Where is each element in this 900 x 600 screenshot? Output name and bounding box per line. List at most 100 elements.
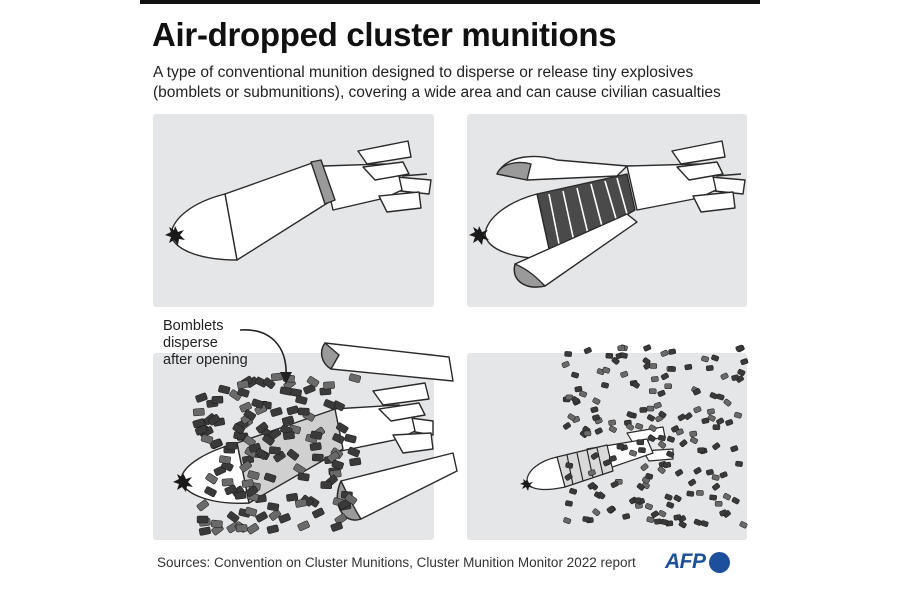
bomblet xyxy=(711,474,720,481)
bomblet xyxy=(646,405,655,412)
bomblet xyxy=(740,358,749,366)
bomblet xyxy=(218,384,231,395)
bomblet xyxy=(590,406,599,413)
bomblet xyxy=(660,518,669,526)
bomblet xyxy=(629,449,638,457)
bomblet xyxy=(639,407,648,413)
bomblet xyxy=(644,503,653,510)
bomblet xyxy=(232,423,245,435)
bomblet xyxy=(192,418,205,429)
bomblet xyxy=(739,521,748,529)
bomblet xyxy=(224,484,237,496)
bomblet xyxy=(266,524,279,534)
bomblet xyxy=(565,462,574,469)
bomblet xyxy=(650,510,659,518)
bomblet xyxy=(684,364,693,371)
bomblet-cloud xyxy=(192,372,362,536)
panel-opening-bomb xyxy=(467,114,747,307)
bomblet xyxy=(673,514,682,521)
bomblet xyxy=(701,417,710,424)
bomblet xyxy=(657,466,666,474)
bomblet xyxy=(705,469,714,476)
bomblet xyxy=(730,445,739,453)
bomblet xyxy=(590,452,599,460)
bomblet xyxy=(344,493,358,505)
bomblet xyxy=(693,467,702,475)
bomblet xyxy=(349,457,362,467)
bomblet xyxy=(668,348,677,355)
bomblet xyxy=(663,461,672,469)
bomblet xyxy=(707,414,716,422)
bomblet xyxy=(279,386,292,396)
bomblet xyxy=(561,361,570,368)
bomblet xyxy=(722,493,731,501)
bomblet xyxy=(262,377,276,389)
sources-note: Sources: Convention on Cluster Munitions… xyxy=(157,555,636,570)
bomblet xyxy=(719,509,728,517)
bomblet xyxy=(196,499,209,512)
bomblet xyxy=(697,447,705,454)
bomblet xyxy=(310,430,323,440)
bomblet xyxy=(705,365,714,372)
bomblet xyxy=(645,472,654,480)
bomblet xyxy=(286,448,300,461)
bomblet xyxy=(719,471,728,479)
annotation-arrow-icon xyxy=(239,329,292,384)
panel-bomblets-scattered xyxy=(467,344,749,540)
bomblet xyxy=(660,372,669,381)
fuze-burst-icon xyxy=(469,226,489,245)
annotation-line-3: after opening xyxy=(163,352,248,368)
bomblet xyxy=(592,414,601,421)
bomblet xyxy=(335,422,349,434)
bomblet xyxy=(327,451,340,463)
bomblet xyxy=(658,441,667,449)
bomblet xyxy=(716,393,725,401)
bomblet xyxy=(236,380,250,390)
bomblet xyxy=(348,373,362,383)
bomblet xyxy=(688,478,697,487)
bomblet xyxy=(638,447,646,453)
bomblet xyxy=(563,517,572,524)
bomblet xyxy=(712,442,721,450)
bomblet xyxy=(204,486,217,498)
bomblet xyxy=(205,473,218,485)
bomblet xyxy=(658,510,667,518)
bomblet xyxy=(611,357,620,365)
bomblet xyxy=(194,425,208,436)
bomblet xyxy=(725,419,734,426)
bomblet xyxy=(735,460,743,467)
bomblet xyxy=(192,407,205,417)
annotation-line-2: disperse xyxy=(163,335,218,351)
bomblet xyxy=(323,381,335,390)
bomblet xyxy=(635,423,644,430)
bomblet xyxy=(334,513,347,525)
bomblet xyxy=(664,383,672,389)
bomblet xyxy=(666,435,675,443)
top-rule xyxy=(140,0,760,4)
bomblet xyxy=(210,519,223,529)
bomblet xyxy=(297,520,310,532)
bomblet xyxy=(692,388,701,396)
bomblet xyxy=(582,516,591,523)
bomblet xyxy=(608,455,617,462)
dispersing-bomb-illustration xyxy=(173,342,458,536)
bomblet xyxy=(597,491,606,500)
bomblets-annotation: Bomblets disperse after opening xyxy=(163,318,273,369)
bomblet xyxy=(701,355,710,363)
bomblet xyxy=(207,414,221,426)
fuze-burst-icon xyxy=(520,479,533,491)
bomblet xyxy=(653,401,662,409)
bomblet xyxy=(608,425,617,433)
bomblet xyxy=(286,405,299,416)
bomblet xyxy=(636,483,645,491)
bomblet xyxy=(235,524,248,533)
logo-circle-icon xyxy=(708,551,730,573)
scattered-bomblets-illustration xyxy=(520,344,749,529)
bomblet xyxy=(267,502,280,512)
bomblet xyxy=(633,497,642,504)
bomblet xyxy=(293,463,306,475)
bomblet xyxy=(709,392,718,400)
bomblet xyxy=(282,431,295,440)
bomblet xyxy=(320,481,333,490)
bomblet xyxy=(731,374,740,381)
